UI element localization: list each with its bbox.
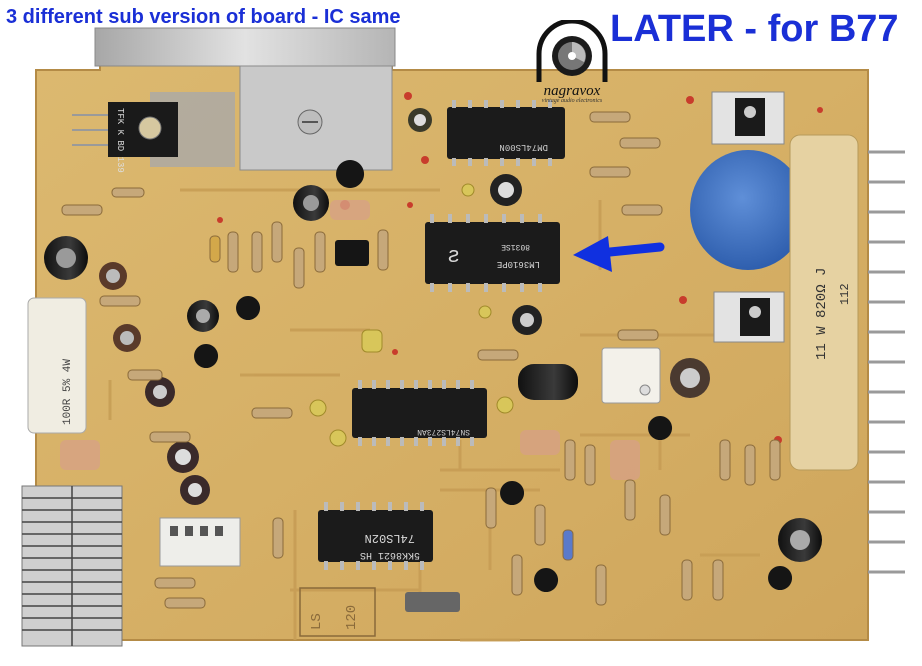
ic-bottom-marking: 74LS02N bbox=[365, 531, 415, 545]
optocoupler bbox=[601, 347, 661, 404]
silk-text-2: 120 bbox=[344, 605, 360, 630]
pointer-arrow bbox=[573, 236, 665, 272]
svg-text:ƨ: ƨ bbox=[447, 244, 460, 269]
ic-sn74ls273an: SN74LS273AN bbox=[352, 380, 487, 446]
heatsink bbox=[94, 27, 396, 171]
power-resistor-left: 100R 5% 4W bbox=[27, 297, 87, 434]
logo-icon bbox=[536, 18, 608, 82]
bd139-transistor: TFK K BD 139 bbox=[72, 102, 178, 173]
blue-capacitor bbox=[690, 150, 806, 270]
power-resistor-label: 11 W 820Ω J bbox=[814, 268, 830, 360]
regulator-top bbox=[711, 91, 785, 145]
ic-center-marking-2: 8031SE bbox=[501, 242, 530, 251]
ceramic-caps bbox=[309, 183, 514, 447]
white-header bbox=[159, 517, 241, 567]
logo-name: nagravox bbox=[543, 83, 601, 99]
ic-74ls02n: 74LS02N 5KK8621 HS bbox=[318, 502, 433, 570]
ic-bottom-code: 5KK8621 HS bbox=[360, 549, 420, 560]
ic-dm74ls00n: DM74LS00N bbox=[447, 100, 565, 166]
electrolytic-caps bbox=[44, 108, 822, 562]
ic-center-marking-1: LM3610PE bbox=[497, 259, 540, 269]
left-resistor-label: 100R 5% 4W bbox=[62, 359, 74, 425]
silkscreen: LS 120 bbox=[299, 587, 376, 637]
regulator-bottom bbox=[713, 291, 785, 343]
ic-top-marking: DM74LS00N bbox=[499, 142, 548, 152]
ic-lm3610pe: LM3610PE 8031SE ƨ bbox=[425, 214, 560, 292]
logo-tagline: vintage audio electronics bbox=[541, 98, 603, 104]
silk-text-1: LS bbox=[309, 613, 325, 630]
power-resistor-right: 11 W 820Ω J 112 bbox=[789, 134, 859, 471]
nagravox-logo: nagravox vintage audio electronics bbox=[527, 18, 617, 104]
bd139-label: TFK K BD 139 bbox=[115, 108, 125, 173]
to92-transistors bbox=[194, 160, 793, 612]
grid-connector bbox=[21, 485, 123, 647]
ic-middle-marking: SN74LS273AN bbox=[417, 427, 470, 436]
power-resistor-code: 112 bbox=[838, 283, 852, 305]
caption-left: 3 different sub version of board - IC sa… bbox=[6, 6, 401, 28]
caption-right: LATER - for B77 bbox=[610, 8, 899, 50]
resistors bbox=[61, 111, 781, 609]
